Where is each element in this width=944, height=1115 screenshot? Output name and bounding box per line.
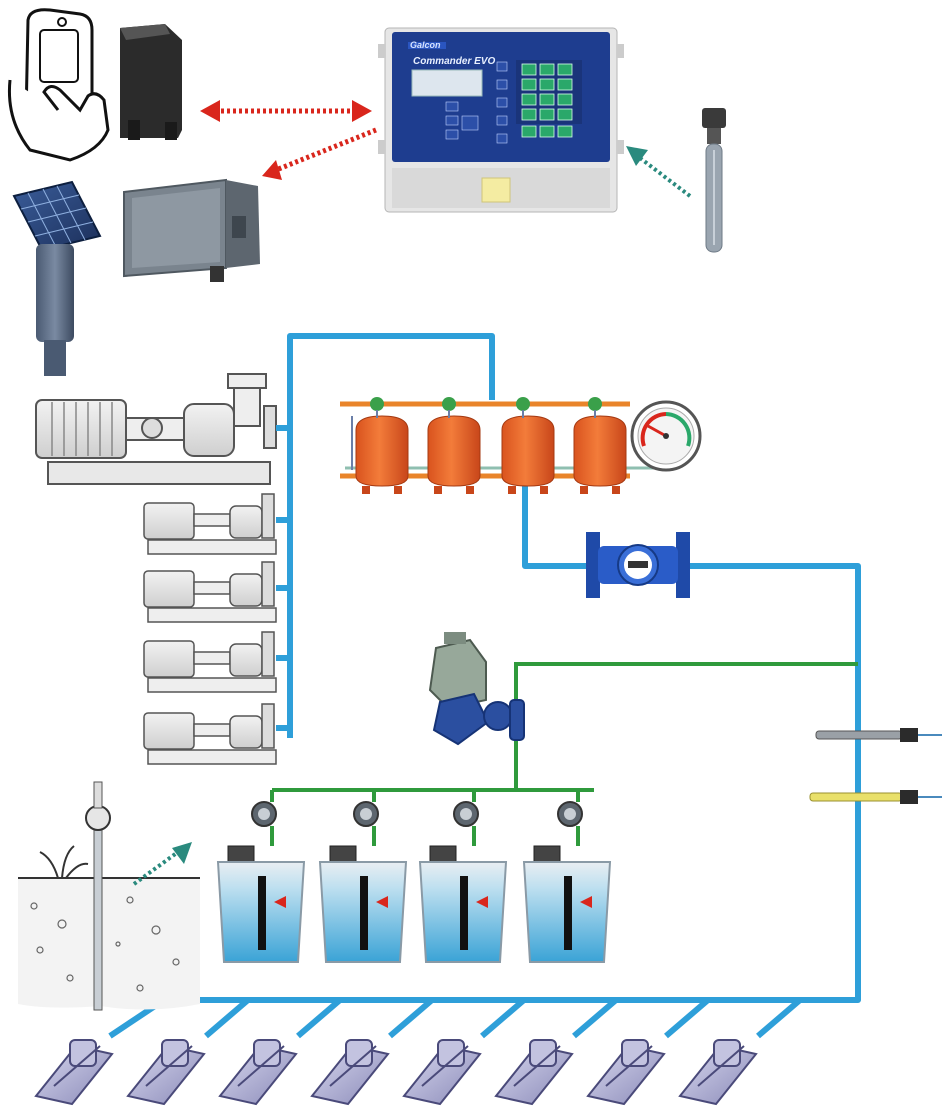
- fertilizer-valve-icon: [557, 801, 583, 827]
- field-valve-icon: [218, 1039, 298, 1106]
- controller-model: Commander EVO: [413, 56, 495, 67]
- soil-tensiometer-icon: [18, 781, 200, 1011]
- water-main-piping: [108, 333, 861, 1039]
- ec-probe-icon: [815, 728, 942, 742]
- dosing-pump-icon: [428, 632, 525, 746]
- fertilizer-unit: [318, 801, 408, 963]
- filter-tank-icon: [427, 397, 481, 494]
- controller-to-io-link-arrow: [262, 127, 377, 180]
- filter-tank-row: [355, 397, 627, 494]
- controller-brand: Galcon: [410, 40, 441, 50]
- field-valve-icon: [678, 1039, 758, 1106]
- fertilizer-tank-icon: [318, 861, 408, 963]
- sensor-input-arrow: [626, 146, 692, 198]
- controller-unit-icon: Galcon Commander EVO: [378, 27, 624, 213]
- field-valve-icon: [586, 1039, 666, 1106]
- fertilizer-tank-icon: [216, 861, 306, 963]
- filter-tank-icon: [573, 397, 627, 494]
- remote-terminal-icon: [120, 24, 182, 140]
- solar-panel-icon: [12, 180, 102, 376]
- fertilizer-valve-icon: [353, 801, 379, 827]
- field-valve-icon: [310, 1039, 390, 1106]
- booster-pump-icon: [143, 493, 277, 555]
- water-meter-icon: [586, 532, 690, 598]
- field-valve-icon: [402, 1039, 482, 1106]
- fertilizer-tank-row: [216, 801, 612, 963]
- fertilizer-unit: [522, 801, 612, 963]
- keypad: [516, 60, 582, 138]
- main-pump-icon: [35, 373, 277, 485]
- smartphone-hand-icon: [7, 8, 110, 162]
- ph-probe-icon: [809, 790, 942, 804]
- booster-pump-icon: [143, 631, 277, 693]
- booster-pump-icon: [143, 703, 277, 765]
- sensor-probe-icon: [702, 108, 726, 253]
- fertilizer-unit: [418, 801, 508, 963]
- field-valve-icon: [34, 1039, 114, 1106]
- field-valve-row: [34, 1039, 758, 1106]
- io-box-icon: [123, 178, 260, 282]
- pressure-gauge-icon: [630, 400, 702, 472]
- wireless-link-arrow: [200, 100, 372, 122]
- fertilizer-valve-icon: [251, 801, 277, 827]
- filter-tank-icon: [501, 397, 555, 494]
- fertilizer-unit: [216, 801, 306, 963]
- booster-pump-icon: [143, 561, 277, 623]
- fertilizer-valve-icon: [453, 801, 479, 827]
- booster-pump-stack: [143, 493, 277, 765]
- field-valve-icon: [494, 1039, 574, 1106]
- soil-sensor-input-arrow: [132, 842, 192, 886]
- fertilizer-piping: [270, 662, 858, 846]
- fertilizer-tank-icon: [522, 861, 612, 963]
- filter-tank-icon: [355, 397, 409, 494]
- field-valve-icon: [126, 1039, 206, 1106]
- fertilizer-tank-icon: [418, 861, 508, 963]
